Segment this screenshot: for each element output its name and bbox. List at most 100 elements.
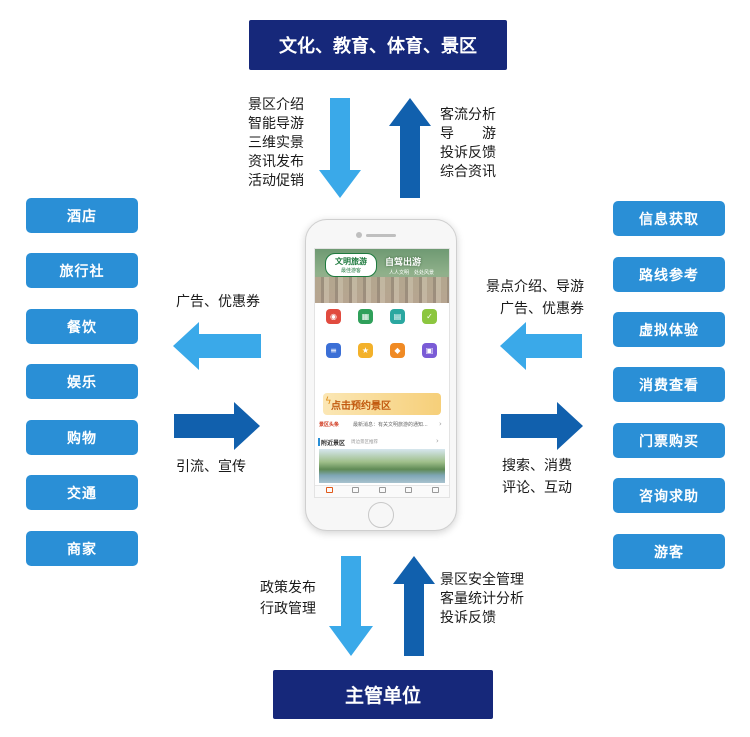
star-icon: ★ <box>361 346 370 355</box>
bottom-authority-box: 主管单位 <box>273 670 493 719</box>
bottom-authority-label: 主管单位 <box>344 685 421 707</box>
feature-cell[interactable]: ★ <box>351 341 381 371</box>
top-up-label: 投诉反馈 <box>440 145 496 161</box>
feature-icon-orange <box>390 343 405 358</box>
banner-logo: 文明旅游 最佳游客 <box>325 253 377 277</box>
app-banner[interactable]: 文明旅游 最佳游客 自驾出游 人人文明 处处风景 <box>315 249 449 303</box>
feature-icon-purple <box>422 343 437 358</box>
scenic-photo[interactable] <box>319 449 445 483</box>
building-icon: ▦ <box>361 312 370 321</box>
left-item-label: 购物 <box>67 430 97 447</box>
home-icon <box>325 487 333 493</box>
phone-screen: 文明旅游 最佳游客 自驾出游 人人文明 处处风景 ◉ ▦ ▤ ✓ ≡ ★ ◆ ▣… <box>314 248 450 498</box>
right-arrow-out-label: 搜索、消费 <box>502 458 572 474</box>
phone-camera <box>356 232 362 238</box>
right-pointing-arrow <box>501 402 583 450</box>
bolt-icon: ϟ <box>325 396 332 407</box>
tab-home[interactable] <box>317 487 341 493</box>
feature-cell[interactable]: ▤ <box>383 307 413 337</box>
tab-profile[interactable] <box>423 487 447 493</box>
map-icon: ◆ <box>394 346 401 355</box>
tab-2[interactable] <box>343 487 367 493</box>
top-down-arrow <box>319 98 361 198</box>
bottom-up-arrow <box>393 556 435 656</box>
chevron-right-icon: › <box>439 420 442 428</box>
left-item-label: 商家 <box>67 541 97 558</box>
top-down-label: 三维实景 <box>248 135 304 151</box>
top-up-label: 客流分析 <box>440 107 496 123</box>
left-item-hotel: 酒店 <box>26 198 138 233</box>
left-item-shopping: 购物 <box>26 420 138 455</box>
banner-logo-text: 文明旅游 <box>335 257 367 266</box>
banner-slogan-sub: 人人文明 处处风景 <box>389 270 435 276</box>
feature-cell[interactable]: ✓ <box>415 307 445 337</box>
right-pointing-arrow-left-side <box>174 402 260 450</box>
phone-home-button[interactable] <box>368 502 394 528</box>
section-accent-bar <box>318 438 320 446</box>
right-item-label: 消费查看 <box>639 377 699 394</box>
tab-3[interactable] <box>370 487 394 493</box>
left-item-dining: 餐饮 <box>26 309 138 344</box>
feature-cell[interactable]: ▦ <box>351 307 381 337</box>
section-subtitle: 周边景区推荐 <box>351 440 378 445</box>
top-down-labels: 景区介绍 智能导游 三维实景 资讯发布 活动促销 <box>248 96 304 191</box>
grid-icon: ▣ <box>425 346 434 355</box>
right-item-label: 门票购买 <box>639 433 699 450</box>
top-down-label: 景区介绍 <box>248 97 304 113</box>
left-item-label: 旅行社 <box>59 263 105 280</box>
top-down-label: 资讯发布 <box>248 154 304 170</box>
feature-icon-teal <box>390 309 405 324</box>
top-up-label: 综合资讯 <box>440 164 496 180</box>
bottom-up-labels: 景区安全管理 客量统计分析 投诉反馈 <box>440 571 524 628</box>
phone-mockup: 文明旅游 最佳游客 自驾出游 人人文明 处处风景 ◉ ▦ ▤ ✓ ≡ ★ ◆ ▣… <box>305 219 457 531</box>
right-item-label: 咨询求助 <box>639 488 699 505</box>
top-stakeholder-box: 文化、教育、体育、景区 <box>249 20 507 70</box>
feature-cell[interactable]: ◆ <box>383 341 413 371</box>
news-ticker[interactable]: 景区头条 最新消息：有关文明旅游的通知... › <box>319 420 445 432</box>
right-item-label: 游客 <box>654 544 684 561</box>
left-arrow-in-label: 广告、优惠券 <box>176 294 260 310</box>
right-item-help: 咨询求助 <box>613 478 725 513</box>
right-item-label: 虚拟体验 <box>639 322 699 339</box>
phone-speaker <box>366 234 396 237</box>
right-item-info: 信息获取 <box>613 201 725 236</box>
feature-icon-yellow <box>358 343 373 358</box>
check-icon: ✓ <box>426 312 433 321</box>
tab-4[interactable] <box>396 487 420 493</box>
chevron-right-icon: › <box>436 437 439 445</box>
top-down-label: 活动促销 <box>248 173 304 189</box>
feature-cell[interactable]: ≡ <box>319 341 349 371</box>
banner-logo-sub: 最佳游客 <box>340 268 361 274</box>
list-icon: ≡ <box>330 346 337 355</box>
app-tab-bar <box>315 485 449 497</box>
top-up-arrow <box>389 98 431 198</box>
top-up-label: 导 游 <box>440 126 496 142</box>
left-item-label: 交通 <box>67 485 97 502</box>
top-up-labels: 客流分析 导 游 投诉反馈 综合资讯 <box>440 106 496 182</box>
right-item-route: 路线参考 <box>613 257 725 292</box>
right-item-tourist: 游客 <box>613 534 725 569</box>
right-arrow-out-labels: 搜索、消费 评论、互动 <box>502 455 572 499</box>
top-stakeholder-label: 文化、教育、体育、景区 <box>279 36 477 57</box>
feature-cell[interactable]: ▣ <box>415 341 445 371</box>
right-item-label: 信息获取 <box>639 211 699 228</box>
right-item-consumption: 消费查看 <box>613 367 725 402</box>
feature-icon-lime <box>422 309 437 324</box>
banner-photo <box>315 277 449 303</box>
compass-icon <box>351 487 359 493</box>
left-item-travel-agency: 旅行社 <box>26 253 138 288</box>
right-item-ticket: 门票购买 <box>613 423 725 458</box>
message-icon <box>404 487 412 493</box>
right-arrow-in-label: 广告、优惠券 <box>500 301 584 317</box>
right-arrow-in-labels: 景点介绍、导游 广告、优惠券 <box>486 276 584 320</box>
left-pointing-arrow <box>173 322 261 370</box>
feature-cell[interactable]: ◉ <box>319 307 349 337</box>
reserve-label: 点击预约景区 <box>331 401 391 412</box>
bottom-down-arrow <box>329 556 373 656</box>
bottom-up-label: 客量统计分析 <box>440 591 524 607</box>
right-item-virtual: 虚拟体验 <box>613 312 725 347</box>
reserve-banner[interactable]: ϟ 点击预约景区 <box>323 393 441 415</box>
left-pointing-arrow-right-side <box>500 322 582 370</box>
news-text: 最新消息：有关文明旅游的通知... <box>353 422 428 428</box>
feature-icon-blue <box>326 343 341 358</box>
